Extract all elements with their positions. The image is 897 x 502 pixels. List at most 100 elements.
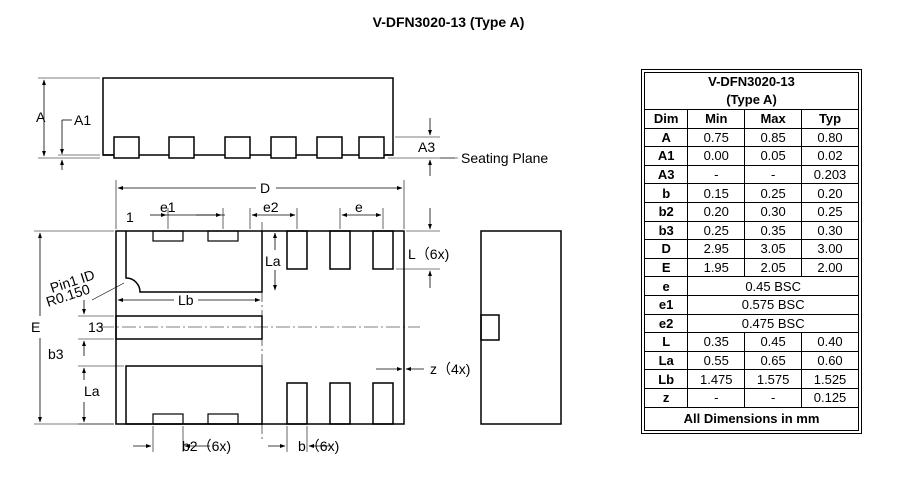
cell-typ: 0.25	[801, 201, 859, 222]
col-min: Min	[687, 109, 746, 129]
label-e: e	[355, 199, 363, 215]
cell-max: -	[744, 387, 803, 408]
cell-typ: 0.20	[801, 183, 859, 203]
cell-min: 1.475	[687, 369, 746, 389]
end-view	[480, 230, 562, 425]
cell-dim: b	[643, 183, 689, 203]
cell-bsc: 0.575 BSC	[687, 294, 859, 315]
cell-dim: A3	[643, 164, 689, 185]
cell-min: 0.20	[687, 201, 746, 222]
cell-typ: 3.00	[801, 239, 859, 259]
cell-typ: 0.125	[801, 387, 859, 408]
cell-min: 2.95	[687, 239, 746, 259]
cell-dim: A	[643, 127, 689, 148]
cell-dim: e1	[643, 294, 689, 315]
label-pin1: 1	[126, 209, 134, 225]
label-La-top: La	[265, 253, 281, 269]
label-D: D	[260, 180, 270, 196]
cell-dim: b2	[643, 201, 689, 222]
cell-dim: z	[643, 387, 689, 408]
cell-max: 0.05	[744, 146, 803, 166]
cell-typ: 0.203	[801, 164, 859, 185]
label-A3: A3	[418, 139, 435, 155]
side-view	[38, 77, 455, 176]
label-pin13: 13	[88, 319, 104, 335]
label-seating-plane: Seating Plane	[461, 150, 548, 166]
cell-dim: Lb	[643, 369, 689, 389]
col-typ: Typ	[801, 109, 859, 129]
label-e2: e2	[263, 199, 279, 215]
label-L-6x: L（6x)	[408, 246, 449, 262]
cell-max: 0.65	[744, 350, 803, 371]
cell-typ: 0.80	[801, 127, 859, 148]
cell-dim: L	[643, 332, 689, 352]
cell-min: 0.25	[687, 220, 746, 241]
table-row: z--0.125	[643, 387, 859, 408]
cell-bsc: 0.475 BSC	[687, 313, 859, 334]
cell-dim: e	[643, 276, 689, 296]
label-z-4x: z（4x)	[430, 361, 470, 377]
label-La-bottom: La	[84, 383, 100, 399]
table-row: A3--0.203	[643, 164, 859, 185]
table-footer: All Dimensions in mm	[644, 406, 859, 431]
bottom-view	[100, 222, 420, 440]
cell-typ: 0.40	[801, 332, 859, 352]
cell-min: 0.15	[687, 183, 746, 203]
label-A1: A1	[74, 112, 91, 128]
cell-dim: La	[643, 350, 689, 371]
label-b3: b3	[48, 346, 64, 362]
cell-max: 0.30	[744, 201, 803, 222]
cell-dim: e2	[643, 313, 689, 334]
cell-dim: D	[643, 239, 689, 259]
cell-max: 0.25	[744, 183, 803, 203]
drawing-title: V-DFN3020-13 (Type A)	[372, 14, 525, 30]
cell-typ: 0.60	[801, 350, 859, 371]
cell-min: -	[687, 387, 746, 408]
cell-min: 1.95	[687, 257, 746, 278]
cell-min: 0.35	[687, 332, 746, 352]
cell-max: 0.45	[744, 332, 803, 352]
cell-typ: 2.00	[801, 257, 859, 278]
label-E: E	[31, 319, 40, 335]
label-A: A	[36, 109, 46, 125]
cell-max: 1.575	[744, 369, 803, 389]
label-e1: e1	[160, 199, 176, 215]
table-title-line1: V-DFN3020-13	[644, 72, 859, 91]
cell-typ: 0.02	[801, 146, 859, 166]
col-dim: Dim	[643, 109, 689, 129]
cell-min: 0.75	[687, 127, 746, 148]
cell-min: -	[687, 164, 746, 185]
label-b2-6x: b2（6x)	[182, 438, 231, 454]
cell-bsc: 0.45 BSC	[687, 276, 859, 296]
cell-max: -	[744, 164, 803, 185]
cell-min: 0.55	[687, 350, 746, 371]
cell-dim: b3	[643, 220, 689, 241]
cell-max: 0.85	[744, 127, 803, 148]
col-max: Max	[744, 109, 803, 129]
cell-min: 0.00	[687, 146, 746, 166]
cell-dim: E	[643, 257, 689, 278]
label-Lb: Lb	[178, 292, 194, 308]
cell-dim: A1	[643, 146, 689, 166]
table-title-line2: (Type A)	[644, 91, 859, 110]
cell-max: 2.05	[744, 257, 803, 278]
cell-typ: 0.30	[801, 220, 859, 241]
cell-max: 3.05	[744, 239, 803, 259]
cell-typ: 1.525	[801, 369, 859, 389]
